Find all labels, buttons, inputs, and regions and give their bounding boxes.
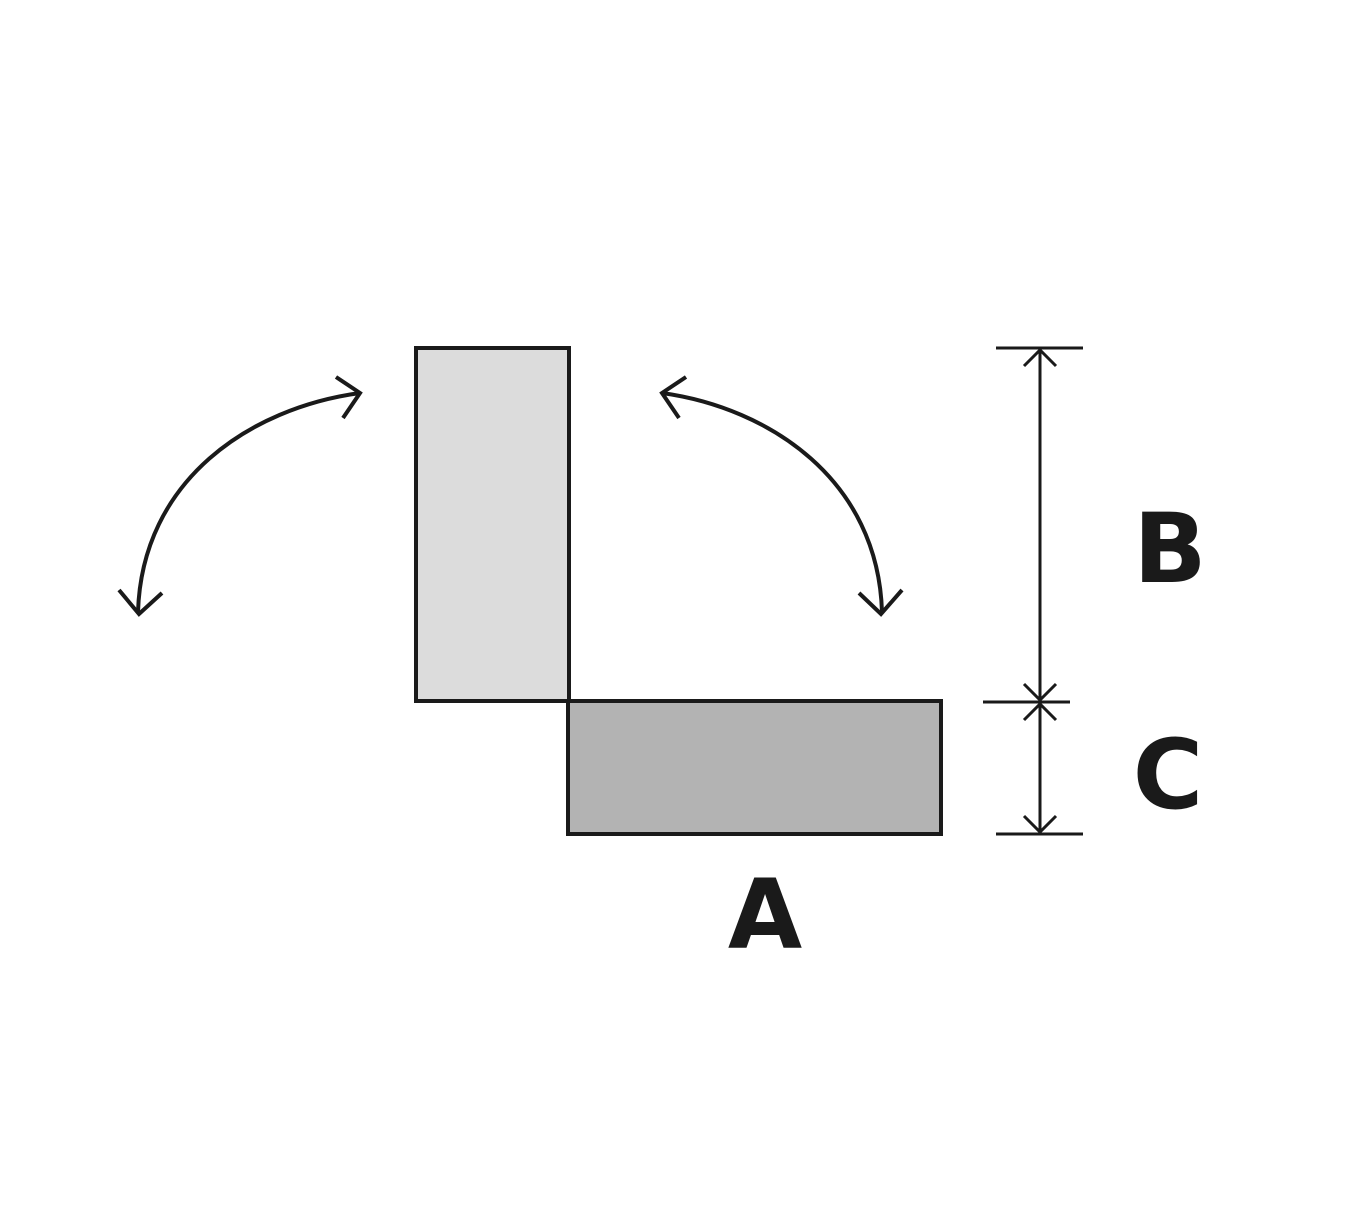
label-b: B (1133, 493, 1206, 605)
label-c: C (1133, 719, 1203, 831)
left-rotation-arrow-icon (117, 375, 363, 617)
dimension-c-bottom-arrowhead (1022, 814, 1058, 835)
upright-panel (414, 346, 571, 703)
dimension-b-top-arrowhead (1022, 347, 1058, 368)
dimension-b-bottom-arrowhead (1022, 682, 1058, 703)
label-a: A (728, 859, 802, 971)
dimension-lines (983, 346, 1083, 836)
dimension-c-top-arrowhead (1022, 701, 1058, 722)
right-rotation-arrow-icon (659, 375, 904, 617)
base-panel (566, 699, 943, 836)
